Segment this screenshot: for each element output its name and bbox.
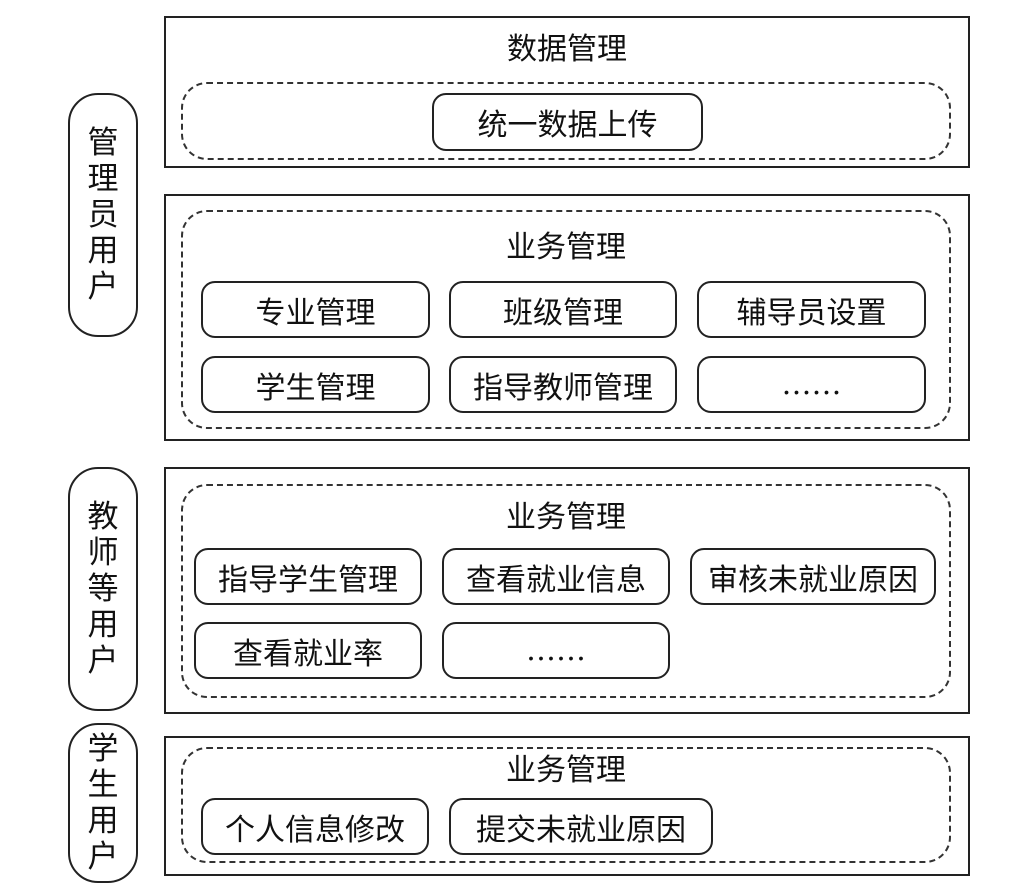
- panel-title: 数据管理: [507, 32, 627, 67]
- role-char: 生: [87, 767, 119, 803]
- student-role-label: 学 生 用 户: [68, 723, 138, 883]
- module-edit-personal-info: 个人信息修改: [201, 798, 429, 855]
- dashed-group: [181, 210, 951, 429]
- role-char: 用: [87, 803, 119, 839]
- admin-role-label: 管 理 员 用 户: [68, 93, 138, 337]
- group-title: 业务管理: [506, 230, 626, 265]
- module-class-management: 班级管理: [449, 281, 677, 338]
- admin-business-management-panel: [164, 194, 970, 441]
- role-char: 学: [87, 731, 119, 767]
- role-char: 户: [87, 643, 119, 679]
- role-char: 户: [87, 839, 119, 875]
- role-char: 用: [87, 607, 119, 643]
- admin-data-management-panel: [164, 16, 970, 168]
- module-more: ……: [697, 356, 926, 413]
- dashed-group: [181, 82, 951, 160]
- role-char: 用: [87, 233, 119, 269]
- module-unified-data-upload: 统一数据上传: [432, 93, 703, 151]
- group-title: 业务管理: [506, 500, 626, 535]
- role-char: 管: [87, 125, 119, 161]
- dashed-group: [181, 484, 951, 698]
- module-view-employment-rate: 查看就业率: [194, 622, 422, 679]
- role-char: 户: [87, 269, 119, 305]
- role-char: 教: [87, 499, 119, 535]
- dashed-group: [181, 747, 951, 863]
- role-char: 理: [87, 161, 119, 197]
- group-title: 业务管理: [506, 753, 626, 788]
- teacher-role-label: 教 师 等 用 户: [68, 467, 138, 711]
- module-advise-student-management: 指导学生管理: [194, 548, 422, 605]
- module-counselor-settings: 辅导员设置: [697, 281, 926, 338]
- module-advisor-management: 指导教师管理: [449, 356, 677, 413]
- role-char: 等: [87, 571, 119, 607]
- module-review-unemployment-reason: 审核未就业原因: [690, 548, 936, 605]
- module-major-management: 专业管理: [201, 281, 430, 338]
- module-view-employment-info: 查看就业信息: [442, 548, 670, 605]
- teacher-business-management-panel: [164, 467, 970, 714]
- module-more: ……: [442, 622, 670, 679]
- role-char: 员: [87, 197, 119, 233]
- role-char: 师: [87, 535, 119, 571]
- module-student-management: 学生管理: [201, 356, 430, 413]
- module-submit-unemployment-reason: 提交未就业原因: [449, 798, 713, 855]
- student-business-management-panel: [164, 736, 970, 876]
